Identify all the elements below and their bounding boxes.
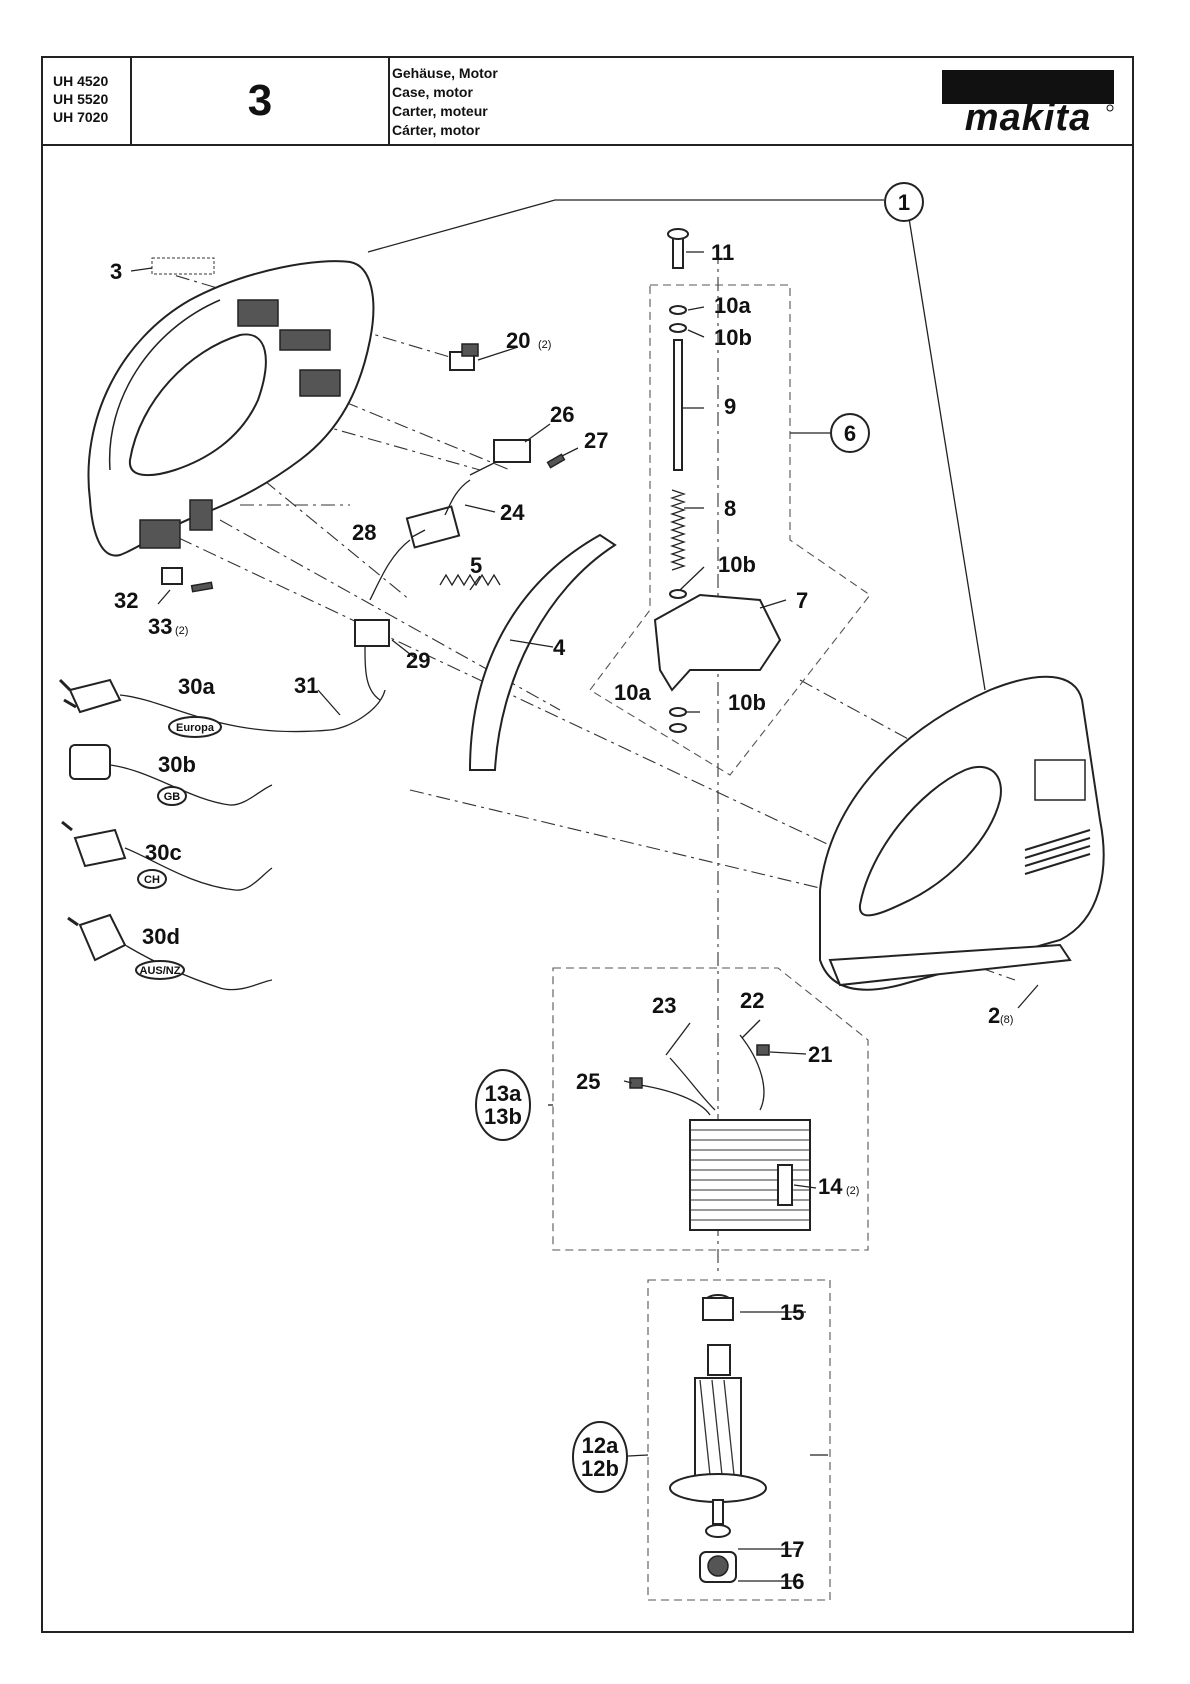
cord-30d-aus-nz — [67, 913, 273, 991]
callout-6-circle — [830, 413, 870, 453]
callout-23: 23 — [652, 993, 676, 1018]
title-es: Cárter, motor — [392, 122, 480, 138]
part-4-guard — [468, 533, 617, 771]
brand-wordmark: makita — [965, 97, 1091, 136]
callout-30b: 30b — [158, 752, 196, 777]
part-27-screw — [546, 453, 566, 469]
callout-30c: 30c — [145, 840, 182, 865]
callout-12a: 12a — [582, 1433, 619, 1458]
callout-25: 25 — [576, 1069, 600, 1094]
field-coil — [629, 1034, 811, 1231]
model-3: UH 7020 — [53, 109, 109, 125]
part-28-capacitor — [369, 479, 471, 601]
callout-33-qty: (2) — [175, 625, 188, 637]
callout-24: 24 — [500, 500, 525, 525]
callout-21: 21 — [808, 1042, 832, 1067]
plug-tag-ch: CH — [144, 874, 160, 886]
callout-4: 4 — [553, 635, 566, 660]
callout-2-qty: (8) — [1000, 1014, 1013, 1026]
title-de: Gehäuse, Motor — [392, 65, 498, 81]
part-26-microswitch — [469, 439, 531, 476]
model-2: UH 5520 — [53, 91, 109, 107]
callout-32: 32 — [114, 588, 138, 613]
callout-28: 28 — [352, 520, 376, 545]
callout-12b: 12b — [581, 1456, 619, 1481]
callout-12-circle — [572, 1421, 628, 1493]
part-5-spring — [439, 573, 501, 587]
callout-31: 31 — [294, 673, 318, 698]
armature — [669, 1294, 767, 1583]
parts-sheet: UH 4520 UH 5520 UH 7020 3 Gehäuse, Motor… — [41, 56, 1134, 1633]
group-13-box — [552, 967, 869, 1251]
callout-6: 6 — [844, 421, 856, 446]
callout-16: 16 — [780, 1569, 804, 1594]
label-3 — [151, 257, 215, 275]
shaft-assembly — [653, 228, 782, 733]
callout-22: 22 — [740, 988, 764, 1013]
callout-5: 5 — [470, 553, 482, 578]
model-list: UH 4520 UH 5520 UH 7020 — [43, 58, 132, 144]
plug-tag-gb: GB — [164, 791, 181, 803]
page-number: 3 — [132, 58, 390, 144]
makita-logo: makita — [942, 70, 1114, 136]
callout-33: 33 — [148, 614, 172, 639]
callout-1: 1 — [898, 190, 910, 215]
cord-30c-ch — [61, 820, 273, 891]
title-fr: Carter, moteur — [392, 103, 488, 119]
plug-tag-europa: Europa — [176, 722, 215, 734]
group-6-box — [589, 284, 871, 776]
title-en: Case, motor — [392, 84, 473, 100]
callout-2: 2 — [988, 1003, 1000, 1028]
part-29-terminal — [354, 619, 390, 701]
part-20-switch — [449, 343, 479, 371]
callout-17: 17 — [780, 1537, 804, 1562]
callout-15: 15 — [780, 1300, 804, 1325]
callout-10b-bot: 10b — [728, 690, 766, 715]
callout-10a-top: 10a — [714, 293, 751, 318]
callout-20: 20 — [506, 328, 530, 353]
callout-10b-top: 10b — [714, 325, 752, 350]
callout-9: 9 — [724, 394, 736, 419]
callout-30a: 30a — [178, 674, 215, 699]
leader-lines — [367, 199, 986, 691]
callout-13b: 13b — [484, 1104, 522, 1129]
section-title: Gehäuse, Motor Case, motor Carter, moteu… — [392, 64, 498, 140]
callout-30d: 30d — [142, 924, 180, 949]
header: UH 4520 UH 5520 UH 7020 3 Gehäuse, Motor… — [43, 58, 1132, 146]
callout-13a: 13a — [485, 1081, 522, 1106]
part-32-clamp — [161, 567, 214, 593]
callout-13-circle — [475, 1069, 531, 1141]
callout-20-qty: (2) — [538, 339, 551, 351]
callout-14: 14 — [818, 1174, 843, 1199]
callout-27: 27 — [584, 428, 608, 453]
callout-leaders — [130, 251, 1039, 1582]
callout-8: 8 — [724, 496, 736, 521]
housing-right-half — [819, 675, 1105, 991]
housing-left-half — [87, 260, 375, 557]
cord-30a-europa — [58, 678, 386, 738]
callout-3: 3 — [110, 259, 122, 284]
callout-26: 26 — [550, 402, 574, 427]
callout-11: 11 — [711, 240, 734, 265]
callout-10b-mid: 10b — [718, 552, 756, 577]
callout-10a-bot: 10a — [614, 680, 651, 705]
callout-7: 7 — [796, 588, 808, 613]
plug-tag-aus-nz: AUS/NZ — [140, 965, 181, 977]
group-12-box — [647, 1279, 831, 1601]
model-1: UH 4520 — [53, 73, 109, 89]
callout-14-qty: (2) — [846, 1185, 859, 1197]
callout-1-circle — [884, 182, 924, 222]
callout-29: 29 — [406, 648, 430, 673]
cord-30b-gb — [69, 744, 273, 806]
